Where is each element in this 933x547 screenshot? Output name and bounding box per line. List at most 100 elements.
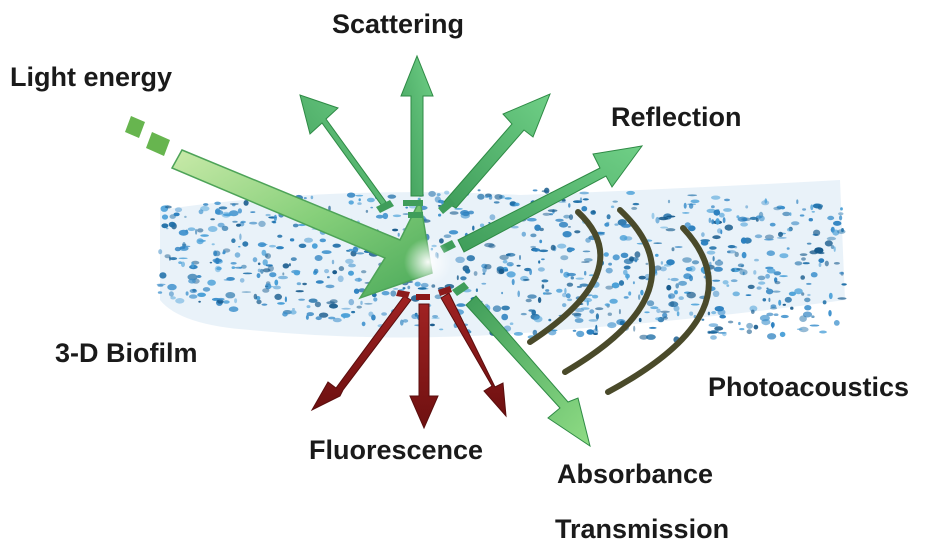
biofilm-speck [782, 212, 790, 216]
biofilm-speck [522, 232, 526, 237]
biofilm-speck [499, 269, 505, 274]
biofilm-speck [349, 249, 353, 251]
biofilm-speck [339, 266, 344, 271]
biofilm-speck [348, 264, 356, 268]
biofilm-speck [780, 332, 786, 337]
biofilm-speck [732, 268, 735, 272]
biofilm-speck [668, 278, 670, 280]
biofilm-speck [272, 221, 276, 223]
biofilm-speck [430, 324, 435, 327]
biofilm-speck [501, 292, 503, 295]
biofilm-speck [611, 206, 614, 209]
biofilm-speck [692, 260, 699, 264]
biofilm-speck [307, 305, 311, 308]
biofilm-speck [178, 258, 187, 260]
biofilm-speck [766, 288, 768, 290]
biofilm-speck [723, 208, 732, 212]
biofilm-speck [238, 246, 241, 248]
biofilm-speck [186, 291, 189, 295]
biofilm-speck [771, 304, 777, 308]
biofilm-speck [800, 275, 805, 280]
biofilm-speck [712, 235, 720, 239]
biofilm-speck [216, 267, 222, 271]
biofilm-speck [568, 203, 570, 208]
biofilm-speck [672, 247, 675, 251]
biofilm-speck [605, 286, 613, 290]
biofilm-speck [708, 312, 710, 316]
biofilm-speck [660, 227, 668, 229]
biofilm-speck [612, 201, 618, 203]
biofilm-speck [595, 307, 603, 310]
biofilm-speck [538, 297, 541, 303]
biofilm-speck [332, 260, 334, 265]
biofilm-speck [184, 216, 187, 218]
biofilm-speck [224, 279, 234, 281]
biofilm-speck [710, 335, 717, 340]
biofilm-speck [689, 266, 696, 272]
biofilm-speck [260, 244, 267, 246]
biofilm-speck [689, 275, 693, 281]
biofilm-speck [807, 294, 810, 296]
biofilm-speck [745, 205, 748, 208]
biofilm-speck [456, 303, 465, 307]
biofilm-speck [614, 223, 618, 225]
biofilm-speck [712, 280, 720, 282]
biofilm-speck [649, 327, 657, 329]
biofilm-speck [175, 298, 184, 304]
biofilm-speck [741, 237, 747, 243]
biofilm-speck [357, 202, 361, 205]
biofilm-speck [523, 279, 530, 281]
biofilm-speck [574, 230, 580, 233]
biofilm-speck [316, 280, 324, 284]
biofilm-speck [304, 197, 307, 199]
biofilm-speck [438, 214, 441, 217]
biofilm-speck [562, 303, 566, 307]
biofilm-speck [768, 298, 770, 302]
biofilm-speck [485, 195, 489, 198]
biofilm-speck [370, 207, 373, 209]
biofilm-speck [607, 214, 611, 219]
biofilm-speck [583, 198, 589, 200]
biofilm-speck [639, 318, 642, 322]
biofilm-speck [772, 291, 780, 293]
biofilm-speck [621, 253, 629, 258]
biofilm-speck [575, 318, 584, 323]
biofilm-speck [273, 286, 281, 290]
biofilm-speck [282, 272, 284, 275]
biofilm-speck [368, 312, 373, 317]
biofilm-speck [293, 224, 299, 228]
fluorescence-label: Fluorescence [309, 437, 483, 464]
biofilm-speck [407, 286, 410, 290]
biofilm-speck [608, 263, 612, 266]
biofilm-speck [778, 232, 783, 237]
biofilm-speck [604, 223, 609, 227]
biofilm-speck [265, 253, 271, 259]
biofilm-speck [179, 246, 185, 249]
biofilm-speck [215, 208, 220, 214]
biofilm-speck [742, 252, 747, 258]
biofilm-speck [733, 292, 740, 297]
biofilm-speck [560, 255, 568, 260]
biofilm-speck [265, 286, 268, 288]
biofilm-speck [754, 259, 759, 262]
biofilm-speck [684, 203, 687, 209]
biofilm-speck [631, 207, 637, 210]
biofilm-speck [794, 288, 803, 294]
biofilm-speck [583, 251, 591, 253]
biofilm-speck [330, 299, 338, 303]
biofilm-speck [765, 274, 770, 279]
biofilm-speck [257, 273, 261, 278]
biofilm-speck [827, 216, 834, 220]
biofilm-speck [392, 229, 398, 232]
biofilm-speck [501, 306, 510, 311]
biofilm-speck [728, 245, 736, 248]
biofilm-speck [638, 294, 640, 300]
biofilm-speck [566, 273, 576, 276]
biofilm-speck [517, 291, 520, 298]
biofilm-speck [691, 200, 700, 204]
biofilm-speck [668, 200, 670, 203]
biofilm-speck [677, 311, 680, 316]
biofilm-speck [266, 214, 271, 216]
biofilm-speck [560, 269, 563, 274]
biofilm-speck [278, 276, 288, 280]
